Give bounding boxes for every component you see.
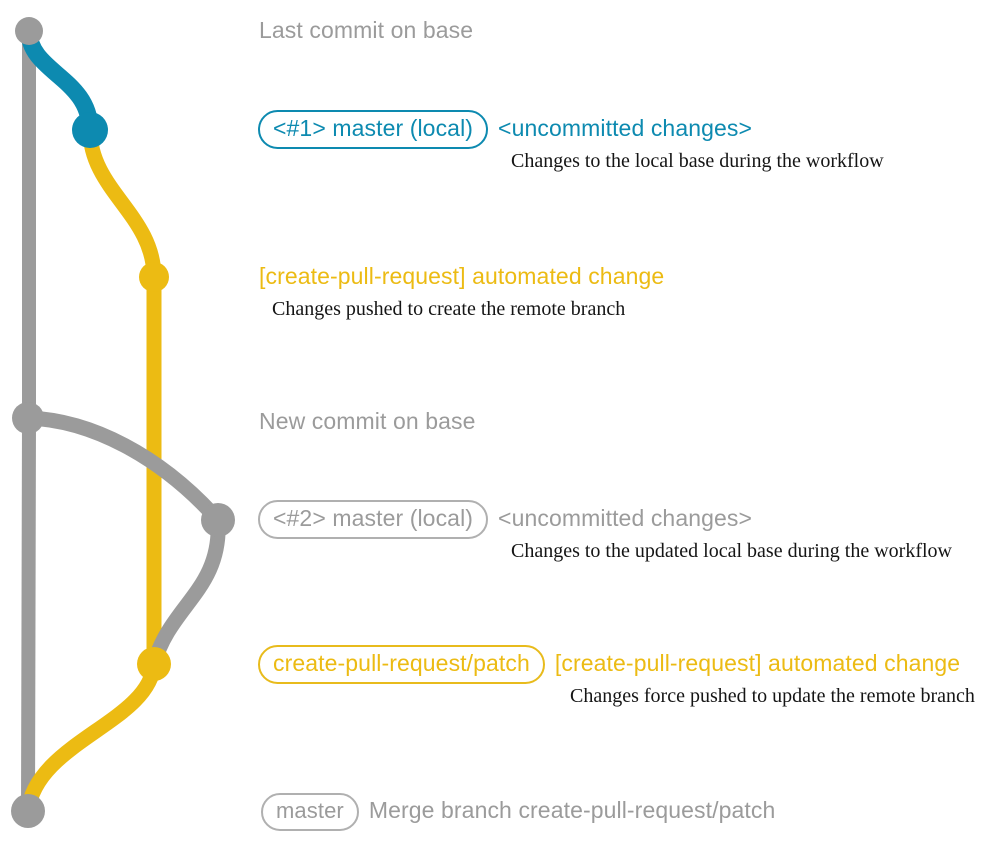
commit-subject-local-2: <uncommitted changes>	[498, 505, 753, 531]
commit-subject-local-1: <uncommitted changes>	[498, 115, 753, 141]
commit-node-automated-2[interactable]	[137, 647, 171, 681]
commit-row-automated-1: [create-pull-request] automated change	[259, 265, 664, 288]
commit-row-last-base: Last commit on base	[259, 19, 473, 42]
commit-subject-new-base: New commit on base	[259, 408, 476, 434]
ref-pill-create-pull-request-patch[interactable]: create-pull-request/patch	[258, 645, 545, 684]
commit-node-automated-1[interactable]	[139, 262, 169, 292]
ref-pill-master-local-2[interactable]: <#2> master (local)	[258, 500, 489, 539]
commit-node-last-base[interactable]	[15, 17, 43, 45]
commit-description-automated-2: Changes force pushed to update the remot…	[570, 685, 975, 707]
commit-subject-merge: Merge branch create-pull-request/patch	[368, 797, 776, 823]
commit-description-local-1: Changes to the local base during the wor…	[511, 150, 884, 172]
commit-subject-automated-1: [create-pull-request] automated change	[259, 263, 665, 289]
commit-row-local-2: <#2> master (local) <uncommitted changes…	[258, 500, 752, 539]
ref-pill-master-local-1[interactable]: <#1> master (local)	[258, 110, 489, 149]
commit-node-new-base[interactable]	[12, 402, 44, 434]
ref-pill-master[interactable]: master	[261, 793, 359, 831]
commit-description-automated-1: Changes pushed to create the remote bran…	[272, 298, 626, 320]
commit-row-local-1: <#1> master (local) <uncommitted changes…	[258, 110, 752, 149]
commit-row-automated-2: create-pull-request/patch [create-pull-r…	[258, 645, 960, 684]
lane-base-branch-2	[27, 410, 224, 525]
lane-base-merge-down	[146, 519, 226, 667]
commit-description-local-2: Changes to the updated local base during…	[511, 540, 952, 562]
commit-row-merge: master Merge branch create-pull-request/…	[261, 793, 775, 831]
commit-subject-last-base: Last commit on base	[259, 17, 474, 43]
lane-remote-merge	[20, 662, 162, 813]
commit-node-local-2[interactable]	[201, 503, 235, 537]
lane-remote-upper	[82, 129, 162, 278]
commit-node-merge[interactable]	[11, 794, 45, 828]
commit-node-local-1[interactable]	[72, 112, 108, 148]
commit-row-new-base: New commit on base	[259, 410, 476, 433]
commit-subject-automated-2: [create-pull-request] automated change	[554, 650, 961, 676]
